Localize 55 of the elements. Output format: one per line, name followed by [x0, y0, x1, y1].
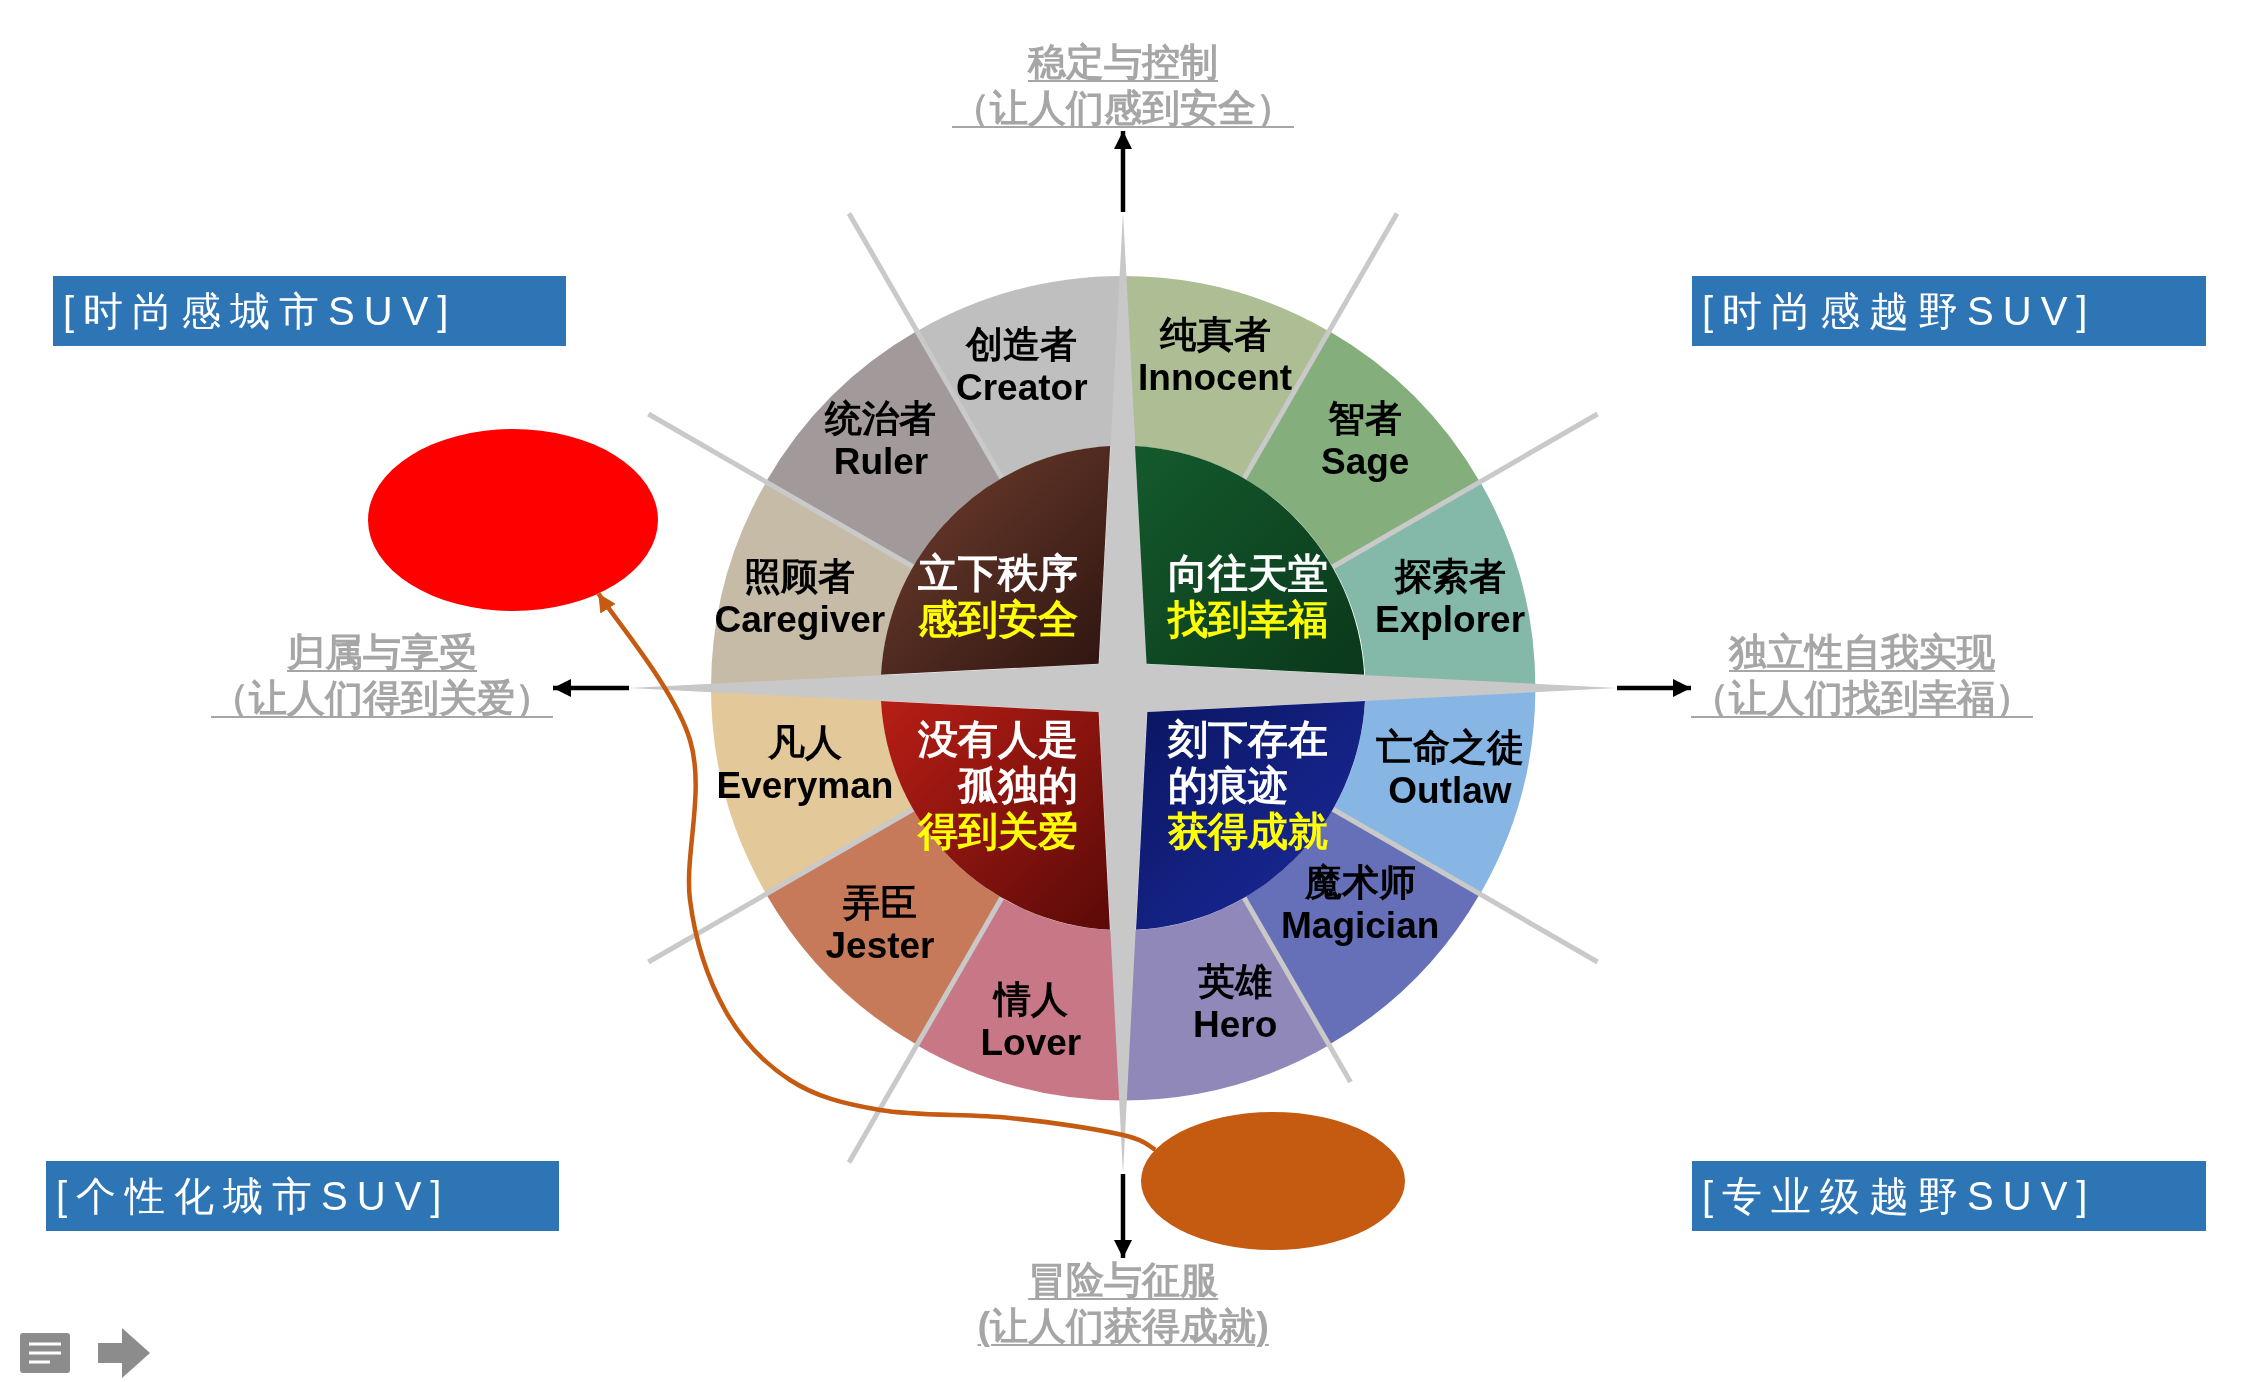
- archetype-name: 情人: [993, 979, 1068, 1022]
- archetype-name: 智者: [1328, 398, 1403, 441]
- quadrant-slogan: 获得成就: [1168, 808, 1329, 854]
- arrow: [1114, 1174, 1132, 1258]
- archetype-name: Hero: [1193, 1003, 1278, 1047]
- oval-marker: [368, 429, 658, 611]
- arrow: [1114, 131, 1132, 212]
- archetype-name: 纯真者: [1159, 314, 1271, 357]
- category-label: [时尚感越野SUV]: [1702, 288, 2097, 335]
- archetype-name: Outlaw: [1388, 769, 1512, 813]
- archetype-name: 探索者: [1394, 556, 1506, 599]
- arrow: [1617, 679, 1691, 697]
- archetype-name: 创造者: [966, 324, 1078, 367]
- axis-label: (让人们获得成就): [977, 1303, 1269, 1349]
- archetype-name: 弄臣: [843, 882, 917, 925]
- archetype-name: 统治者: [825, 398, 937, 441]
- archetype-name: Jester: [825, 924, 935, 968]
- archetype-name: Ruler: [833, 440, 929, 484]
- archetype-name: 魔术师: [1304, 862, 1416, 905]
- quadrant-slogan: 找到幸福: [1168, 596, 1329, 642]
- category-label: [个性化城市SUV]: [56, 1173, 451, 1220]
- category-label: [时尚感城市SUV]: [63, 288, 458, 335]
- category-banner: [1692, 276, 2206, 346]
- archetype-name: Everyman: [716, 764, 894, 808]
- axis-label: （让人们感到安全）: [952, 85, 1294, 131]
- archetype-name: 照顾者: [744, 556, 856, 599]
- archetype-name: Lover: [980, 1021, 1082, 1065]
- axis-label: 稳定与控制: [1028, 40, 1218, 85]
- archetype-name: 凡人: [767, 722, 842, 765]
- archetype-name: Caregiver: [714, 598, 886, 642]
- category-banner: [46, 1161, 559, 1231]
- quadrant-slogan: 刻下存在的痕迹: [1168, 716, 1329, 808]
- arrow: [596, 592, 1157, 1152]
- quadrant-slogan: 感到安全: [917, 596, 1078, 642]
- quadrant-slogan: 得到关爱: [916, 808, 1078, 854]
- archetype-name: Innocent: [1138, 356, 1293, 400]
- axis-label: 归属与享受: [287, 630, 477, 675]
- axis-label: 独立性自我实现: [1729, 630, 1995, 675]
- axis-label: （让人们得到关爱）: [211, 675, 553, 721]
- axis-label: 冒险与征服: [1028, 1258, 1219, 1303]
- oval-marker: [1141, 1112, 1405, 1250]
- archetype-name: Sage: [1321, 440, 1410, 484]
- arrow: [553, 679, 629, 697]
- archetype-name: Magician: [1281, 904, 1440, 948]
- category-label: [专业级越野SUV]: [1702, 1173, 2097, 1220]
- archetype-name: Explorer: [1375, 598, 1526, 642]
- axis-label: （让人们找到幸福）: [1691, 675, 2033, 721]
- quadrant-slogan: 没有人是孤独的: [917, 716, 1078, 808]
- quadrant-slogan: 立下秩序: [917, 550, 1078, 596]
- quadrant-slogan: 向往天堂: [1168, 550, 1329, 596]
- archetype-name: 亡命之徒: [1376, 727, 1524, 770]
- archetype-name: Creator: [956, 366, 1088, 410]
- category-banner: [53, 276, 566, 346]
- archetype-name: 英雄: [1198, 961, 1273, 1004]
- category-banner: [1692, 1161, 2206, 1231]
